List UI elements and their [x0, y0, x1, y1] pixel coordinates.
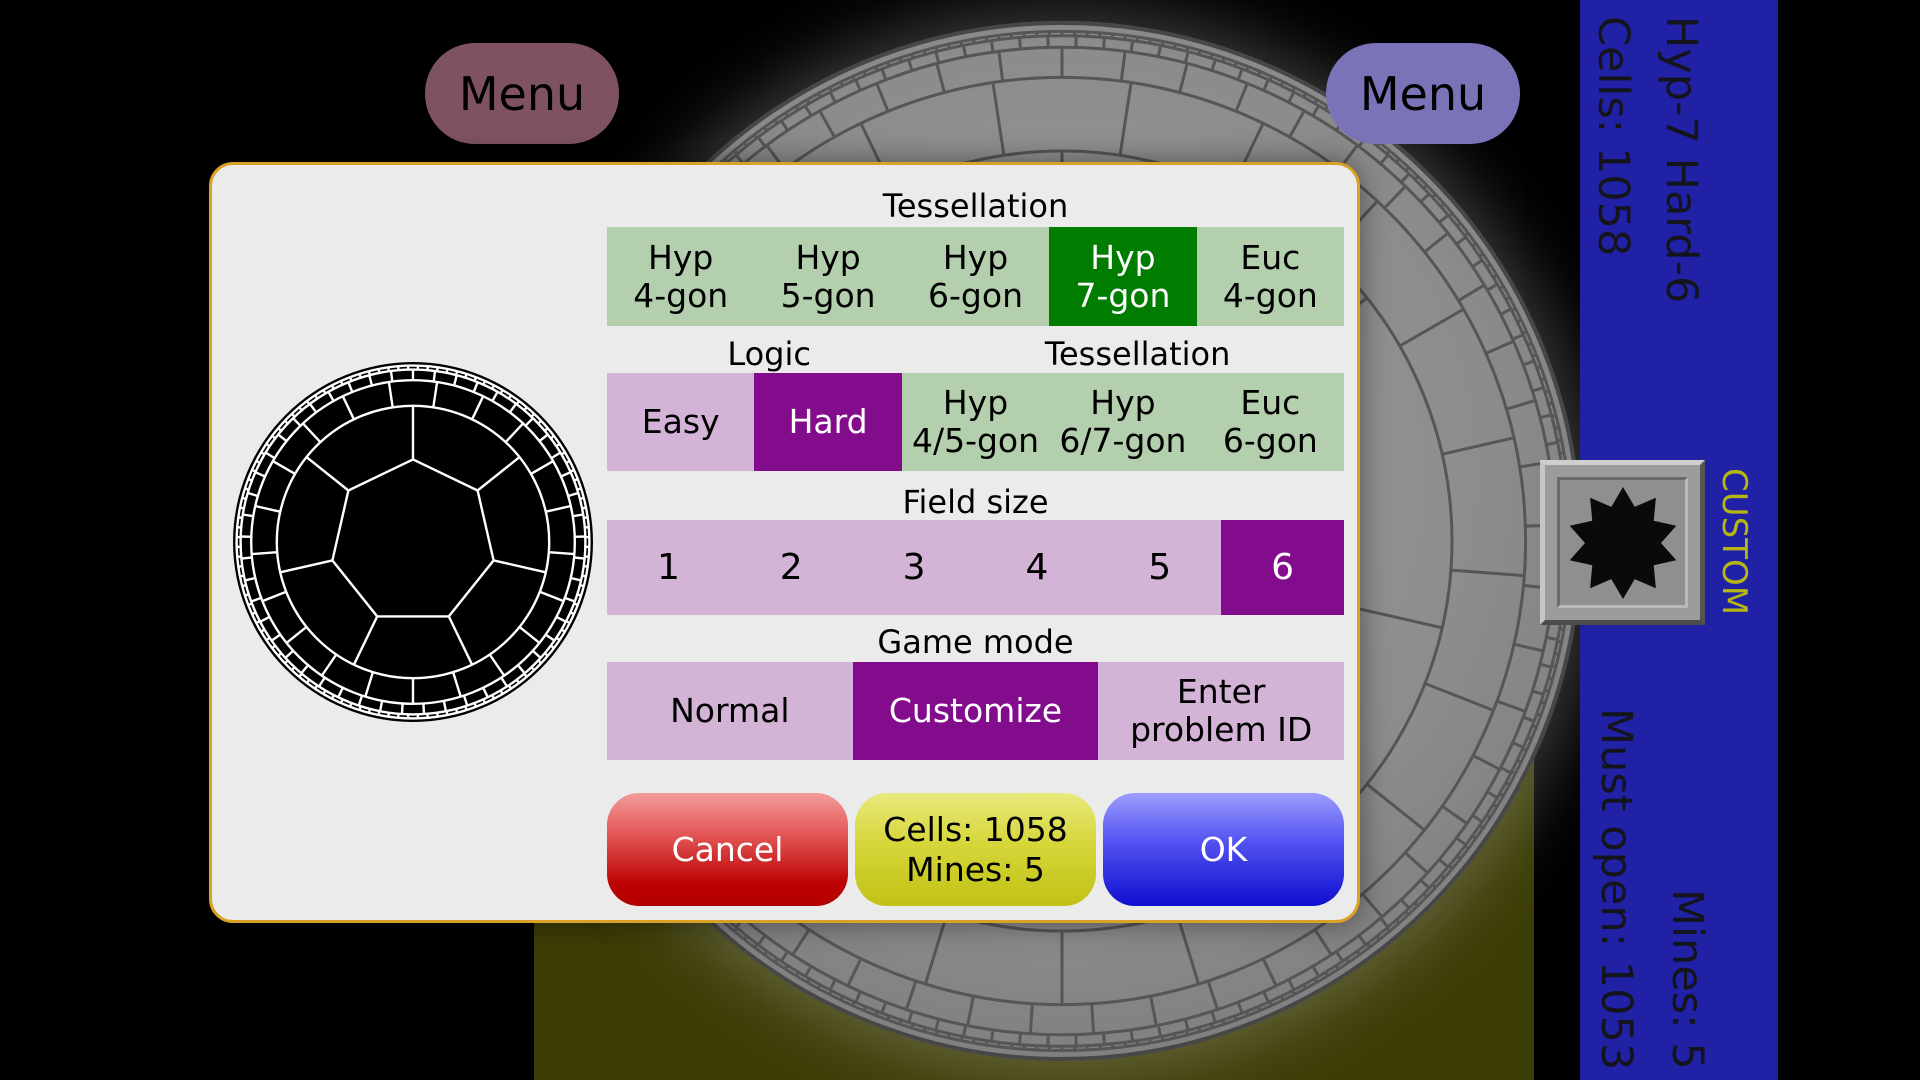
option-label: 5-gon — [780, 275, 876, 315]
game-mode-option-problem-id[interactable]: Enter problem ID — [1098, 662, 1345, 760]
option-label: 6-gon — [1222, 421, 1318, 460]
dialog-buttons: Cancel Cells: 1058 Mines: 5 OK — [607, 793, 1344, 906]
custom-label: CUSTOM — [1714, 468, 1754, 616]
option-label: 6/7-gon — [1059, 421, 1187, 460]
game-mode-option-customize[interactable]: Customize — [852, 662, 1099, 760]
field-size-option-5[interactable]: 5 — [1098, 520, 1222, 615]
tessellation-option-hyp-5gon[interactable]: Hyp 5-gon — [754, 227, 902, 326]
stats-button[interactable]: Cells: 1058 Mines: 5 — [855, 793, 1096, 906]
option-label: Hyp — [1090, 237, 1156, 277]
logic-tessellation-headers: Logic Tessellation — [607, 335, 1344, 373]
option-label: 3 — [902, 546, 926, 588]
menu-left-label: Menu — [458, 66, 586, 121]
option-label: Euc — [1240, 237, 1301, 277]
tessellation-header: Tessellation — [882, 187, 1069, 225]
cancel-label: Cancel — [671, 829, 784, 869]
option-label: 4-gon — [633, 275, 729, 315]
tessellation-option-hyp-4gon[interactable]: Hyp 4-gon — [607, 227, 755, 326]
settings-dialog: Tessellation Hyp 4-gon Hyp 5-gon Hyp 6-g… — [209, 162, 1360, 923]
field-size-option-3[interactable]: 3 — [852, 520, 976, 615]
tessellation2-header: Tessellation — [1044, 335, 1231, 373]
custom-button[interactable] — [1540, 460, 1705, 625]
option-label: 4 — [1025, 546, 1049, 588]
option-label: problem ID — [1130, 710, 1313, 749]
field-size-option-1[interactable]: 1 — [607, 520, 730, 615]
option-label: Enter — [1176, 672, 1266, 712]
logic-header: Logic — [727, 335, 811, 373]
option-label: Hyp — [648, 237, 714, 277]
menu-button-right[interactable]: Menu — [1326, 43, 1520, 144]
field-size-row: 1 2 3 4 5 6 — [607, 520, 1344, 615]
option-label: 4-gon — [1222, 275, 1318, 315]
status-config: Hyp-7 Hard-6 — [1656, 16, 1706, 304]
option-label: Hyp — [795, 237, 861, 277]
tessellation-option-hyp-7gon[interactable]: Hyp 7-gon — [1049, 227, 1197, 326]
tessellation-option-euc-4gon[interactable]: Euc 4-gon — [1196, 227, 1345, 326]
option-label: Normal — [670, 691, 790, 731]
option-label: 1 — [656, 546, 680, 588]
custom-star-icon — [1569, 486, 1676, 599]
tiling-preview — [233, 362, 593, 722]
option-label: 7-gon — [1075, 275, 1171, 315]
option-label: 5 — [1148, 546, 1172, 588]
option-label: 6-gon — [928, 275, 1023, 315]
field-size-option-4[interactable]: 4 — [975, 520, 1099, 615]
menu-button-left[interactable]: Menu — [425, 43, 619, 144]
logic-option-easy[interactable]: Easy — [607, 373, 755, 471]
status-mines: Mines: 5 — [1662, 889, 1712, 1070]
game-mode-option-normal[interactable]: Normal — [607, 662, 853, 760]
game-mode-row: Normal Customize Enter problem ID — [607, 662, 1345, 760]
option-label: Euc — [1240, 383, 1301, 423]
logic-row: Easy Hard Hyp 4/5-gon Hyp 6/7-gon Euc 6-… — [607, 373, 1345, 471]
option-label: 4/5-gon — [911, 421, 1040, 460]
stats-cells-label: Cells: 1058 — [883, 809, 1068, 849]
menu-right-label: Menu — [1359, 66, 1487, 121]
stats-mines-label: Mines: 5 — [906, 849, 1045, 889]
ok-button[interactable]: OK — [1103, 793, 1344, 906]
game-mode-header: Game mode — [877, 623, 1074, 661]
option-label: Hyp — [942, 383, 1009, 423]
field-size-option-6[interactable]: 6 — [1221, 520, 1344, 615]
status-cells: Cells: 1058 — [1588, 16, 1638, 257]
option-label: Hyp — [942, 237, 1009, 277]
custom-button-face — [1557, 477, 1688, 608]
field-size-option-2[interactable]: 2 — [729, 520, 853, 615]
ok-label: OK — [1199, 829, 1248, 869]
tessellation-option-hyp-6gon[interactable]: Hyp 6-gon — [901, 227, 1050, 326]
logic-option-hard[interactable]: Hard — [754, 373, 902, 471]
option-label: Easy — [641, 402, 720, 442]
status-must-open: Must open: 1053 — [1591, 707, 1641, 1070]
cancel-button[interactable]: Cancel — [607, 793, 848, 906]
option-label: Hyp — [1090, 383, 1156, 423]
option-label: Hard — [788, 402, 868, 442]
tessellation-option-euc-6gon[interactable]: Euc 6-gon — [1196, 373, 1345, 471]
option-label: 6 — [1271, 546, 1294, 588]
field-size-header: Field size — [902, 483, 1049, 521]
tessellation-row: Hyp 4-gon Hyp 5-gon Hyp 6-gon Hyp 7-gon … — [607, 227, 1345, 326]
option-label: 2 — [779, 546, 803, 588]
tessellation-option-hyp-67gon[interactable]: Hyp 6/7-gon — [1049, 373, 1197, 471]
tiling-preview-graphic — [235, 364, 591, 720]
tessellation-option-hyp-45gon[interactable]: Hyp 4/5-gon — [901, 373, 1050, 471]
option-label: Customize — [888, 691, 1063, 731]
